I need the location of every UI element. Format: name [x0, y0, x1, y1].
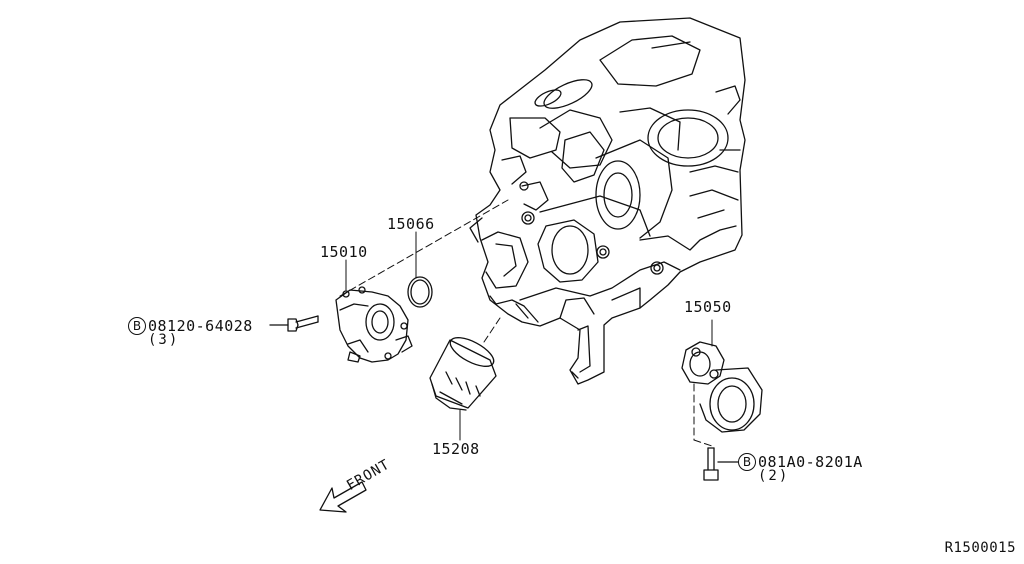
qty-bolt-pump: (3): [148, 332, 180, 348]
bolt-marker-pump: B: [128, 317, 146, 335]
label-15208: 15208: [432, 440, 480, 458]
label-15050: 15050: [684, 298, 732, 316]
dash-filter-to-block: [483, 317, 501, 343]
engine-block: [469, 17, 746, 385]
bolt-marker-cooler: B: [738, 453, 756, 471]
bolt-cooler-drawing: [703, 447, 739, 481]
label-15010: 15010: [320, 243, 368, 261]
qty-bolt-cooler: (2): [758, 468, 790, 484]
front-arrow-icon: [319, 481, 367, 513]
dash-pump-to-block: [339, 199, 509, 297]
oil-pump-drawing: [335, 286, 413, 363]
oil-cooler-drawing: [681, 319, 763, 433]
label-081A0-8201A: 081A0-8201A: [758, 453, 863, 471]
label-08120-64028: 08120-64028: [148, 317, 253, 335]
label-15066: 15066: [387, 215, 435, 233]
oil-filter-drawing: [429, 337, 497, 441]
o-ring-drawing: [407, 231, 433, 308]
bolt-pump-drawing: [269, 315, 319, 332]
dash-cooler-to-bolt-b: [693, 439, 713, 447]
reference-code: R1500015: [944, 540, 1016, 556]
